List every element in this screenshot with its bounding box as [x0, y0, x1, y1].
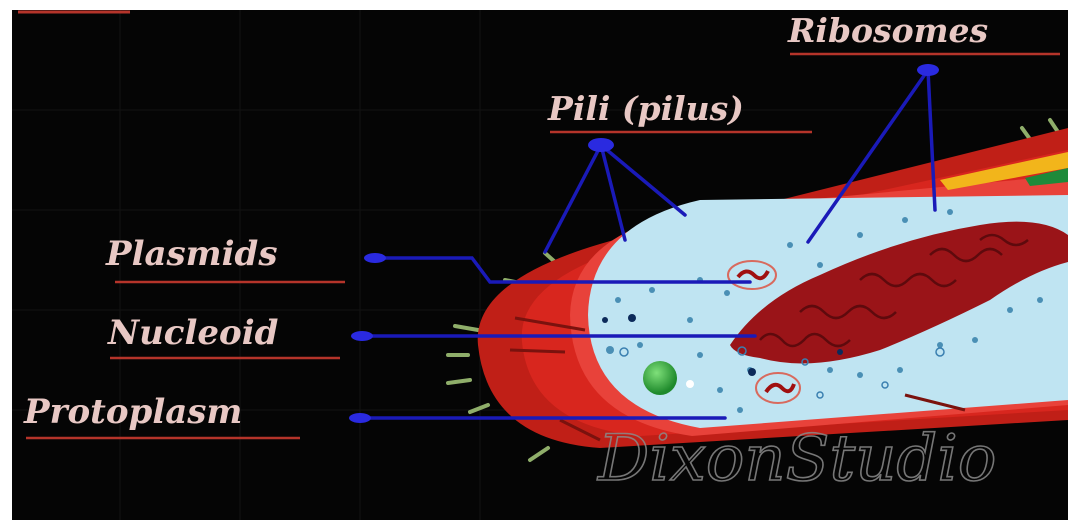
plasmids-label: Plasmids	[105, 234, 277, 274]
protoplasm-label: Protoplasm	[23, 392, 242, 432]
nucleoid-label: Nucleoid	[107, 313, 279, 353]
pili-label: Pili (pilus)	[547, 89, 744, 128]
storage-granule	[643, 361, 677, 395]
watermark: DixonStudio	[597, 422, 996, 496]
granule	[686, 380, 694, 388]
ribosomes-label: Ribosomes	[787, 11, 988, 50]
